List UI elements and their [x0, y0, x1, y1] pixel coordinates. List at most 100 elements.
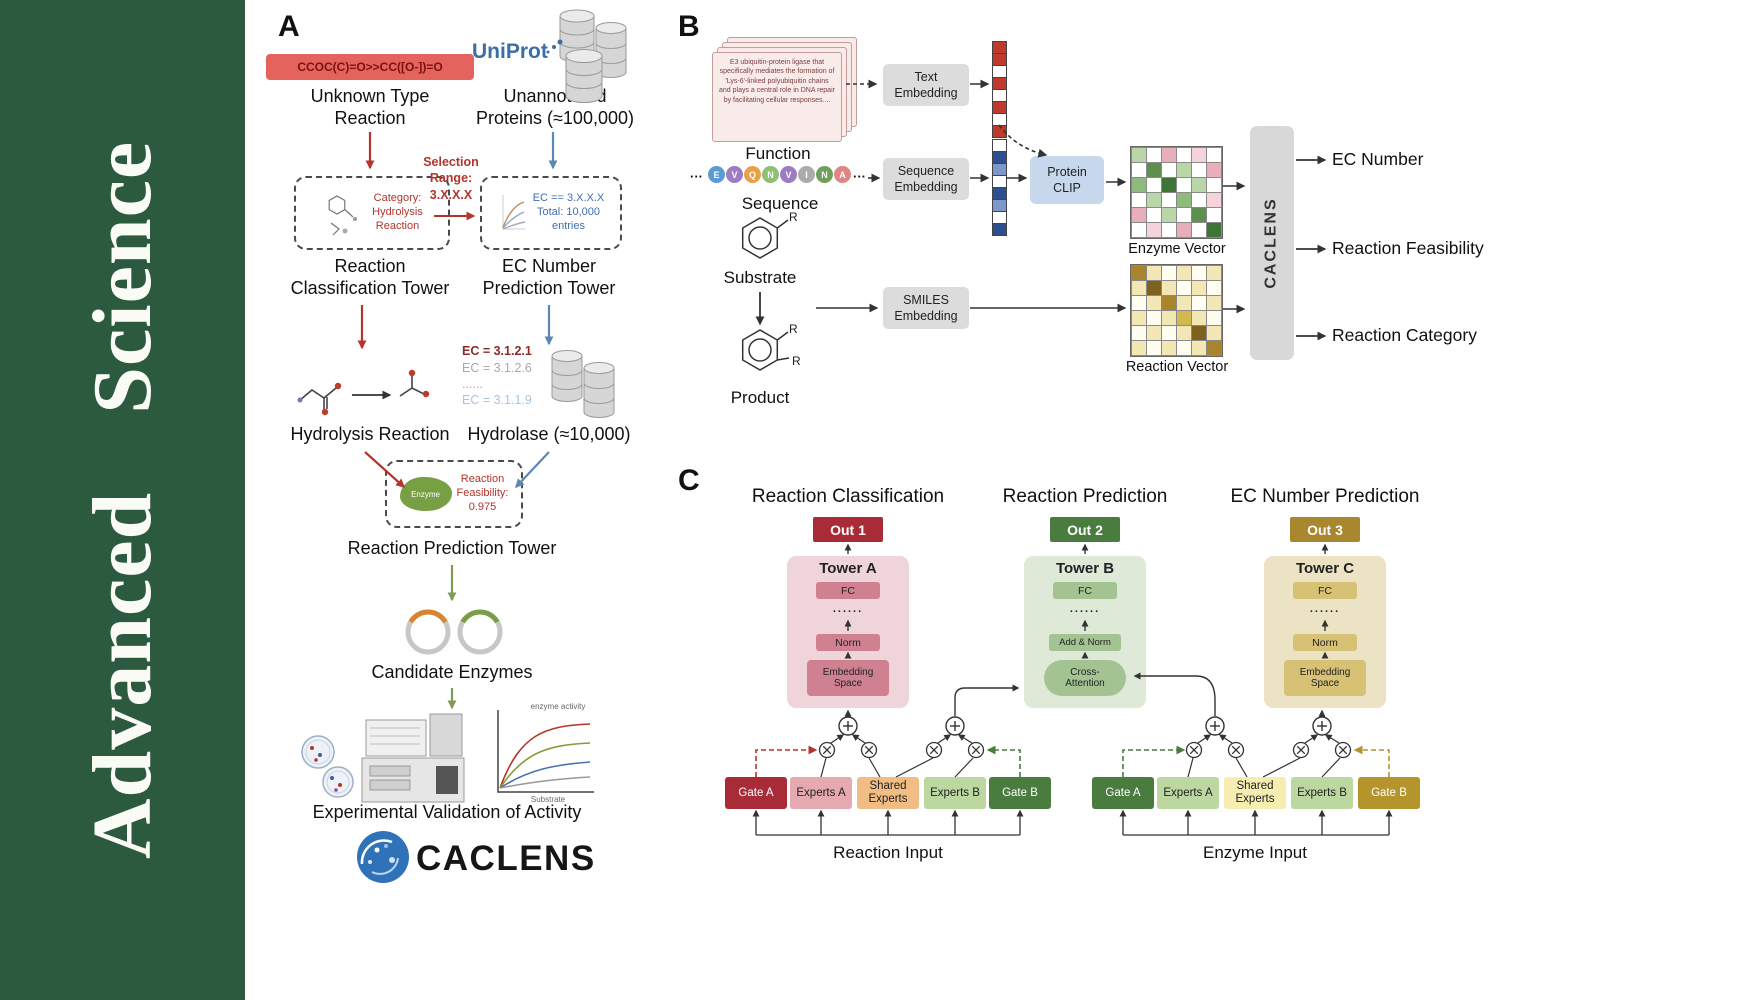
tower-c-fc: FC — [1293, 582, 1357, 599]
matrix-cell — [1162, 163, 1176, 177]
tower-c: Tower C FC ...... Norm Embedding Space — [1264, 556, 1386, 708]
multiply-nodes — [818, 741, 1352, 759]
product-r-label-1: R — [789, 322, 798, 336]
matrix-cell — [1192, 311, 1206, 325]
tower-a-name: Tower A — [819, 560, 877, 577]
residue-circle: E — [708, 166, 725, 183]
matrix-cell — [1162, 266, 1176, 280]
tower-b-cross-attention: Cross- Attention — [1044, 660, 1126, 696]
journal-word-advanced: Advanced — [76, 491, 169, 860]
matrix-cell — [1177, 163, 1191, 177]
ec-box-line3: entries — [551, 219, 585, 232]
panel-a-label: A — [278, 10, 300, 43]
matrix-cell — [1132, 148, 1146, 162]
sum-nodes — [838, 716, 1332, 736]
matrix-cell — [1207, 148, 1221, 162]
smiles-embedding-line2: Embedding — [894, 309, 958, 323]
unannotated-line2: Proteins (≈100,000) — [476, 107, 634, 128]
matrix-cell — [1162, 341, 1176, 355]
matrix-cell — [1192, 178, 1206, 192]
ec-box-line2: Total: 10,000 — [536, 206, 600, 219]
tower-a-norm: Norm — [816, 634, 880, 651]
category-line3: Reaction — [375, 219, 420, 232]
protein-clip-line2: CLIP — [1053, 181, 1081, 195]
matrix-cell — [1162, 281, 1176, 295]
product-r-label-2: R — [792, 354, 801, 368]
matrix-cell — [1177, 341, 1191, 355]
feasibility-line3: 0.975 — [468, 500, 497, 513]
reaction-classification-box: Category: Hydrolysis Reaction — [294, 176, 450, 250]
sequence-embedding-line1: Sequence — [897, 163, 955, 178]
matrix-cell — [1177, 148, 1191, 162]
tower-a-bottom-line2: Space — [833, 678, 863, 689]
matrix-cell — [1132, 341, 1146, 355]
matrix-cell — [1207, 341, 1221, 355]
header-ec-number-prediction: EC Number Prediction — [1230, 486, 1420, 507]
panel-c-label: C — [678, 464, 700, 497]
ec-prediction-tower-caption: EC Number Prediction Tower — [441, 256, 657, 300]
residue-circle: N — [816, 166, 833, 183]
matrix-cell — [1177, 266, 1191, 280]
shared-experts-reaction: Shared Experts — [857, 777, 919, 809]
sequence-embedding-line2: Embedding — [894, 180, 958, 194]
gate-a-enzyme: Gate A — [1092, 777, 1154, 809]
unknown-reaction-caption: Unknown Type Reaction — [266, 86, 474, 130]
tower-c-embedding-space: Embedding Space — [1284, 660, 1366, 696]
matrix-cell — [1207, 266, 1221, 280]
tower-c-name: Tower C — [1295, 560, 1355, 577]
tower-a-bottom-line1: Embedding — [822, 666, 874, 678]
molecule-scribble-icon — [328, 195, 358, 236]
ec-item: EC = 3.1.2.6 — [462, 361, 532, 375]
hydrolase-caption: Hydrolase (≈10,000) — [467, 424, 631, 444]
expert-links — [820, 757, 1341, 778]
matrix-cell — [1147, 208, 1161, 222]
feasibility-line1: Reaction — [460, 473, 505, 486]
unannotated-line1: Unannotated — [503, 86, 607, 106]
graph-legend: enzyme activity — [530, 702, 586, 711]
curves-icon — [502, 195, 525, 230]
caclens-model-block: CACLENS — [1250, 126, 1294, 360]
tower-b-bottom-line1: Cross- — [1070, 666, 1100, 678]
vector-cell — [992, 223, 1007, 236]
reaction-vector-caption: Reaction Vector — [1125, 359, 1229, 375]
caclens-logo-mark — [357, 831, 409, 883]
gate-a-reaction: Gate A — [725, 777, 787, 809]
feasibility-line2: Feasibility: — [456, 487, 509, 500]
function-caption: Function — [745, 144, 811, 163]
tower-a-embedding-space: Embedding Space — [807, 660, 889, 696]
category-line1: Category: — [373, 192, 422, 205]
protein-clip-line1: Protein — [1047, 164, 1087, 179]
selection-line2: Range: — [429, 171, 473, 186]
journal-sidebar: Advanced Science — [0, 0, 245, 1000]
matrix-cell — [1207, 193, 1221, 207]
matrix-cell — [1147, 223, 1161, 237]
header-reaction-prediction: Reaction Prediction — [1002, 486, 1168, 507]
tower-b-bottom-line2: Attention — [1065, 678, 1105, 689]
feasibility-box: Enzyme Reaction Feasibility: 0.975 — [385, 460, 523, 528]
matrix-cell — [1132, 178, 1146, 192]
residue-circle: I — [798, 166, 815, 183]
residue-circle: V — [726, 166, 743, 183]
matrix-cell — [1207, 223, 1221, 237]
enzyme-vector-matrix — [1130, 146, 1223, 239]
classification-tower-line1: Reaction — [334, 256, 406, 276]
text-embedding-vector — [992, 41, 1007, 138]
matrix-cell — [1132, 208, 1146, 222]
sequence-embedding-vector — [992, 139, 1007, 236]
matrix-cell — [1162, 311, 1176, 325]
tower-b: Tower B FC ...... Add & Norm Cross- Atte… — [1024, 556, 1146, 708]
caclens-block-text: CACLENS — [1263, 197, 1280, 289]
matrix-cell — [1207, 163, 1221, 177]
reaction-input-label: Reaction Input — [833, 843, 943, 862]
ec-tower-line1: EC Number — [501, 256, 597, 276]
category-line2: Hydrolysis — [372, 206, 423, 219]
ec-item: ...... — [462, 377, 483, 391]
function-card-front: E3 ubiquitin-protein ligase that specifi… — [712, 52, 842, 142]
plasmid-icons — [405, 609, 503, 655]
journal-title: Advanced Science — [0, 0, 245, 1000]
residue-circle: V — [780, 166, 797, 183]
matrix-cell — [1147, 281, 1161, 295]
selection-range-caption: Selection Range: 3.X.X.X — [421, 154, 481, 203]
